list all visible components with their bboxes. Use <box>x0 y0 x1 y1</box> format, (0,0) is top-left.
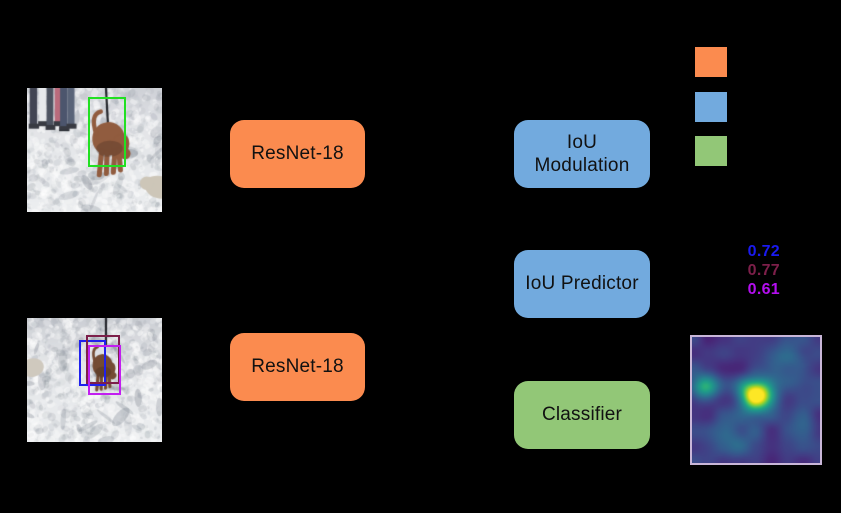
legend-swatch-backbone <box>695 47 727 77</box>
proposal-box-magenta <box>88 345 122 395</box>
legend-swatch-iou <box>695 92 727 122</box>
module-classifier[interactable]: Classifier <box>514 381 650 449</box>
groundtruth-box <box>88 97 127 167</box>
test-image <box>27 318 162 442</box>
module-resnet18-reference[interactable]: ResNet-18 <box>230 120 365 188</box>
module-iou-modulation[interactable]: IoU Modulation <box>514 120 650 188</box>
iou-score-maroon: 0.77 <box>747 262 780 279</box>
legend-swatch-classifier <box>695 136 727 166</box>
iou-score-blue: 0.72 <box>747 243 780 260</box>
reference-image <box>27 88 162 212</box>
proposal-box-maroon <box>86 334 121 384</box>
module-resnet18-test[interactable]: ResNet-18 <box>230 333 365 401</box>
iou-score-magenta: 0.61 <box>747 281 780 298</box>
proposal-box-blue <box>78 339 106 386</box>
module-iou-predictor[interactable]: IoU Predictor <box>514 250 650 318</box>
classification-score-map <box>690 335 822 465</box>
